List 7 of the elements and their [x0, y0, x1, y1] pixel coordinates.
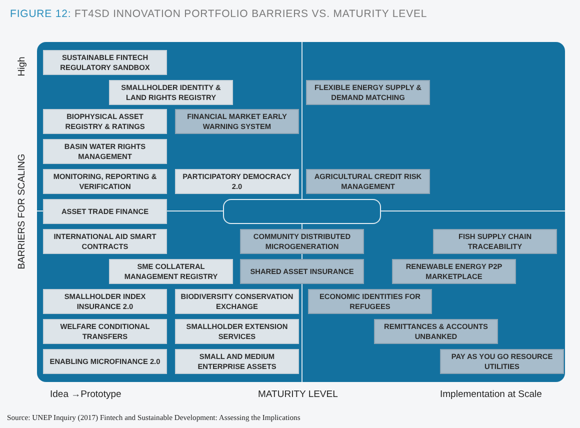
axis-label: Implementation at Scale: [440, 389, 542, 400]
axis-title: MATURITY LEVEL: [258, 389, 338, 400]
empty-rounded-box: [223, 199, 381, 224]
figure-title: FIGURE 12: FT4SD INNOVATION PORTFOLIO BARRIERS VS. MATURITY LEVEL: [10, 8, 428, 20]
axis-label: High: [16, 56, 28, 76]
axis-title: BARRIERS FOR SCALING: [16, 153, 28, 269]
axis-label: Idea →Prototype: [50, 389, 122, 400]
